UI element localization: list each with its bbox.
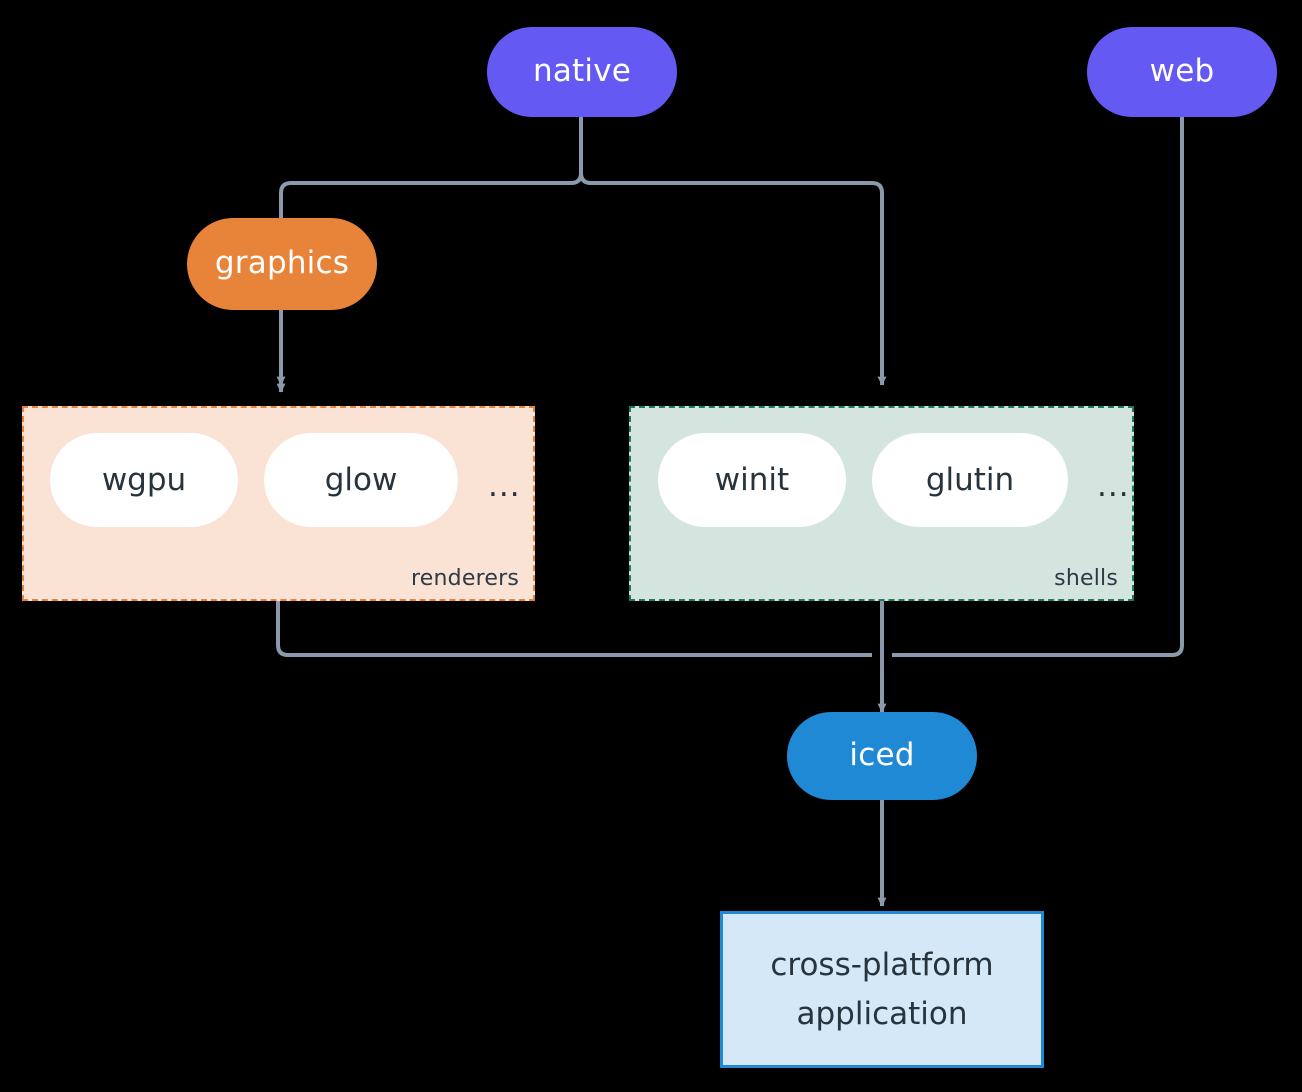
group-renderers-label: renderers	[411, 566, 519, 591]
node-native[interactable]: native	[487, 27, 677, 117]
shells-ellipsis: ...	[1097, 468, 1130, 504]
node-web[interactable]: web	[1087, 27, 1277, 117]
group-shells-label: shells	[1054, 566, 1118, 591]
member-winit[interactable]: winit	[658, 433, 846, 527]
node-application-line2: application	[796, 995, 968, 1032]
member-wgpu-label: wgpu	[101, 462, 187, 498]
member-wgpu[interactable]: wgpu	[50, 433, 238, 527]
edge-renderers-to-iced	[276, 601, 872, 657]
member-glutin-label: glutin	[925, 462, 1015, 498]
node-graphics[interactable]: graphics	[187, 218, 377, 310]
member-winit-label: winit	[714, 462, 790, 498]
edge-native-to-shells	[579, 117, 887, 386]
member-glow[interactable]: glow	[264, 433, 458, 527]
group-renderers: wgpu glow ... renderers	[22, 406, 535, 601]
node-iced-label: iced	[849, 737, 915, 774]
node-iced[interactable]: iced	[787, 712, 977, 800]
member-glow-label: glow	[324, 462, 398, 498]
node-application-line1: cross-platform	[770, 947, 994, 984]
node-application[interactable]: cross-platform application	[720, 911, 1044, 1068]
node-native-label: native	[532, 53, 632, 90]
renderers-ellipsis: ...	[488, 468, 521, 504]
node-graphics-label: graphics	[214, 245, 350, 282]
group-shells: winit glutin ... shells	[629, 406, 1134, 601]
member-glutin[interactable]: glutin	[872, 433, 1068, 527]
node-web-label: web	[1149, 53, 1215, 90]
